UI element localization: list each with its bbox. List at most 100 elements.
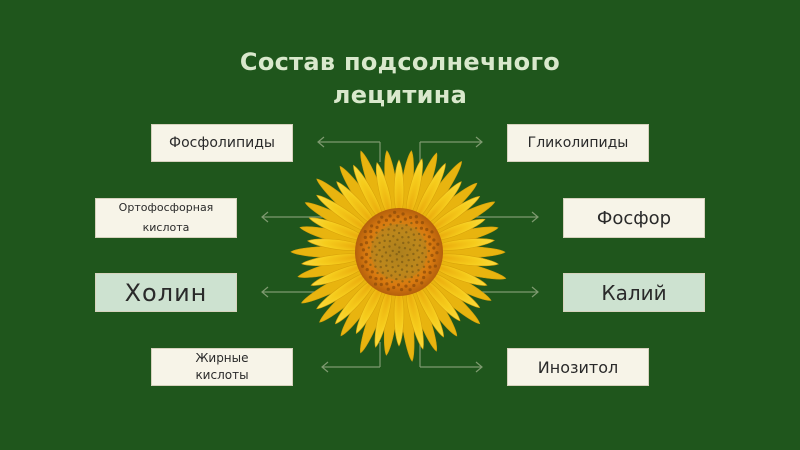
sunflower-seed: [417, 274, 420, 277]
sunflower-seed: [393, 243, 397, 246]
sunflower-seed: [373, 282, 378, 286]
sunflower-seed: [369, 229, 373, 234]
title-line-2: лецитина: [332, 81, 468, 109]
sunflower-seed: [368, 275, 373, 279]
sunflower-seed: [423, 246, 426, 249]
sunflower-seed: [395, 258, 399, 261]
sunflower-seed: [411, 270, 414, 274]
box-glycolipids: Гликолипиды: [507, 124, 649, 162]
sunflower-seed: [393, 229, 396, 232]
sunflower-seed: [415, 220, 419, 224]
sunflower-seed: [360, 264, 365, 268]
sunflower-seed: [385, 259, 389, 262]
sunflower-petal: [301, 253, 366, 266]
arrowhead-potassium: [531, 286, 539, 298]
sunflower-seed: [385, 264, 388, 267]
sunflower-seed: [365, 268, 369, 272]
sunflower-seed: [360, 256, 364, 260]
connector-inositol: [419, 342, 482, 368]
sunflower-seed: [369, 235, 373, 239]
label-potassium: Калий: [601, 280, 667, 305]
sunflower-seed: [424, 255, 428, 259]
sunflower-seed: [401, 255, 404, 258]
sunflower-seed: [396, 215, 400, 219]
sunflower-seed: [406, 253, 409, 257]
sunflower-seed: [414, 215, 418, 219]
sunflower-petal: [355, 281, 384, 334]
sunflower-petal: [414, 281, 444, 338]
sunflower-seed: [398, 273, 402, 277]
sunflower-petal: [353, 164, 384, 223]
sunflower-seed: [412, 258, 416, 262]
sunflower-petal: [393, 159, 405, 219]
sunflower-seed: [370, 224, 374, 228]
sunflower-seed: [364, 252, 369, 256]
sunflower-seed: [387, 233, 390, 237]
sunflower-seed: [414, 226, 418, 230]
sunflower-petal: [310, 263, 368, 286]
sunflower-seed: [399, 220, 402, 224]
sunflower-seed: [396, 238, 399, 242]
sunflower-seed: [397, 264, 400, 267]
sunflower-seed: [412, 244, 415, 247]
sunflower-seed: [381, 228, 384, 232]
sunflower-seed: [396, 283, 401, 287]
sunflower-seed: [408, 288, 412, 292]
sunflower-seed: [424, 240, 427, 243]
sunflower-seed: [432, 238, 436, 242]
sunflower-seed: [389, 223, 392, 226]
sunflower-seed: [390, 280, 394, 284]
sunflower-seed: [416, 249, 419, 252]
arrowhead-phosphorus: [531, 211, 539, 223]
sunflower-seed: [401, 227, 404, 230]
sunflower-seed: [412, 233, 415, 236]
sunflower-petal: [307, 238, 366, 251]
sunflower-seed: [394, 270, 397, 273]
sunflower-seed: [369, 263, 372, 267]
sunflower-seed: [375, 231, 378, 234]
sunflower-seed: [392, 218, 396, 222]
box-phospholipids: Фосфолипиды: [151, 124, 293, 162]
sunflower-seed: [370, 270, 374, 274]
sunflower-seed: [363, 235, 367, 239]
sunflower-seed: [388, 245, 391, 248]
sunflower-seed: [410, 265, 414, 268]
sunflower-seed: [381, 234, 384, 237]
sunflower-seed: [404, 284, 408, 288]
sunflower-seed: [398, 246, 401, 249]
sunflower-seed: [418, 244, 421, 247]
sunflower-seed: [364, 260, 368, 264]
sunflower-seed: [399, 287, 404, 292]
sunflower-petal: [376, 162, 393, 220]
sunflower-seed: [401, 212, 405, 216]
sunflower-seed: [419, 226, 424, 230]
sunflower-seed: [412, 252, 415, 256]
sunflower-seed: [381, 271, 385, 274]
arrowhead-choline: [261, 286, 269, 298]
sunflower-petal: [430, 263, 488, 286]
sunflower-seed: [401, 236, 404, 239]
title-line-1: Состав подсолнечного: [239, 48, 561, 76]
sunflower-seed: [403, 217, 407, 221]
sunflower-seed: [410, 221, 413, 225]
sunflower-seed: [427, 260, 430, 263]
sunflower-seed: [407, 258, 410, 262]
sunflower-petal: [374, 284, 393, 348]
sunflower-seed: [378, 241, 381, 245]
arrowhead-orthophosphoric: [261, 211, 269, 223]
sunflower-seed: [435, 251, 439, 255]
sunflower-seed: [427, 249, 431, 253]
connector-glycolipids: [419, 141, 482, 162]
sunflower-seed: [384, 251, 388, 254]
arrowhead-glycolipids: [475, 136, 483, 148]
sunflower-seed: [395, 252, 398, 256]
sunflower-seed: [403, 247, 407, 250]
sunflower-seed: [422, 275, 426, 280]
sunflower-petal: [334, 276, 377, 325]
sunflower-petal: [421, 276, 461, 322]
sunflower-seed: [390, 274, 393, 277]
sunflower-seed: [378, 249, 381, 252]
label-fatty-acids-line-1: Жирные: [195, 351, 249, 365]
connector-fatty-acids: [322, 342, 381, 368]
sunflower-seed: [379, 282, 383, 287]
